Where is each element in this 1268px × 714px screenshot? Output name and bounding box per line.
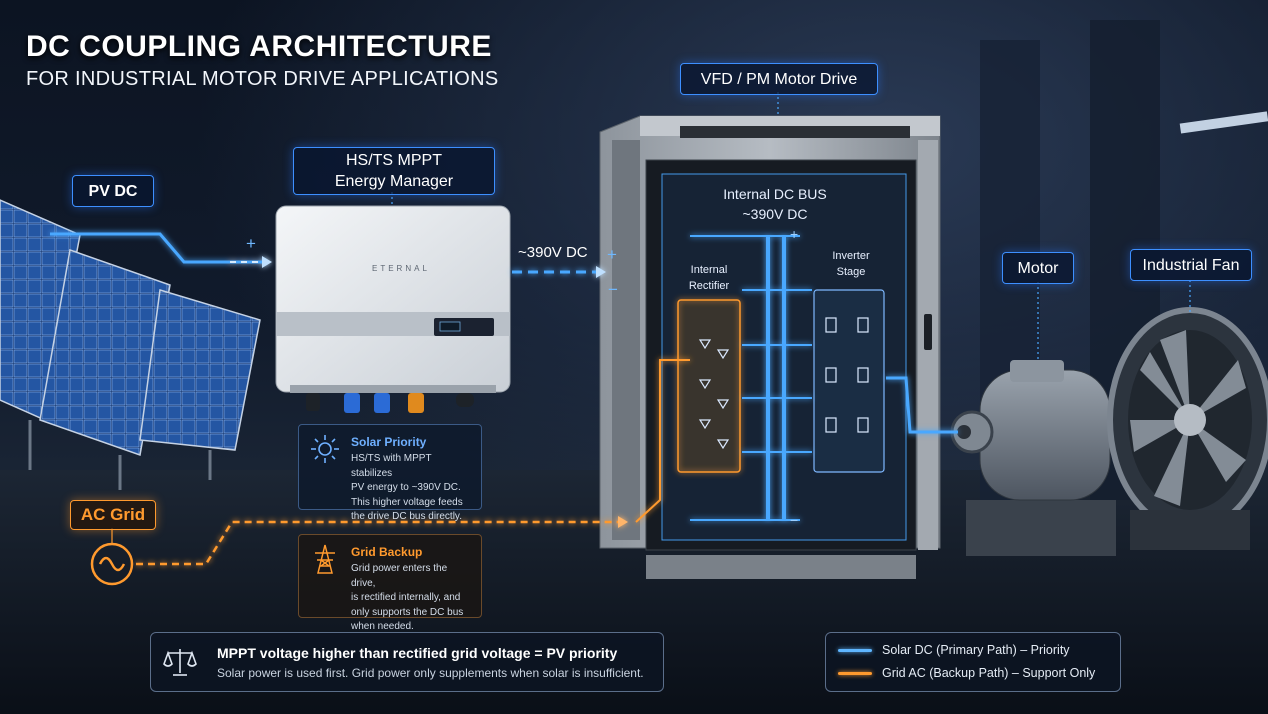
pv-dc-label: PV DC [72,175,154,207]
vfd-label: VFD / PM Motor Drive [680,63,878,95]
solar-panel-title: Solar Priority [351,435,427,449]
solar-panels [0,199,261,490]
summary-detail: Solar power is used first. Grid power on… [217,666,644,680]
motor-label: Motor [1002,252,1074,284]
motor-body [950,360,1116,556]
minus-marker-drive: − [608,280,618,299]
dc-bus-label: Internal DC BUS ~390V DC [723,186,827,222]
ceiling-light [1179,111,1268,134]
mppt-unit [275,205,511,413]
rectifier-block [677,299,741,473]
inverter-switches [825,317,869,433]
dc-bus [690,235,812,521]
grid-panel-text: Grid power enters the drive, is rectifie… [351,563,464,632]
brand-logo: ETERNAL [372,264,430,273]
solar-panel-text: HS/TS with MPPT stabilizes PV energy to … [351,453,463,522]
rectifier-label: Internal Rectifier [688,264,730,292]
summary-box: MPPT voltage higher than rectified grid … [150,632,664,692]
minus-marker-bus: − [790,512,799,528]
legend-box: Solar DC (Primary Path) – Priority Grid … [825,632,1121,692]
summary-headline: MPPT voltage higher than rectified grid … [217,645,618,661]
solar-priority-panel: Solar Priority HS/TS with MPPT stabilize… [298,424,482,522]
grid-backup-panel: Grid Backup Grid power enters the drive,… [298,534,482,632]
scale-icon [163,649,197,676]
solar-flow-line [50,232,958,434]
industrial-fan [1107,307,1268,550]
voltage-label: ~390V DC [518,244,588,261]
legend-swatch-grid [838,671,872,675]
transmission-tower-icon [315,544,335,574]
grid-panel-title: Grid Backup [351,545,423,559]
inverter-block [813,289,885,473]
legend-item-grid: Grid AC (Backup Path) – Support Only [838,666,1095,680]
plus-marker-bus: + [790,226,799,242]
plus-marker-mppt: + [246,234,256,253]
page-subtitle: FOR INDUSTRIAL MOTOR DRIVE APPLICATIONS [26,68,499,90]
inverter-label: Inverter Stage [832,250,870,278]
mppt-label: HS/TS MPPT Energy Manager [293,147,495,195]
legend-swatch-solar [838,648,872,652]
rectifier-diodes [698,339,730,450]
page-title: DC COUPLING ARCHITECTURE [26,30,492,63]
fan-label: Industrial Fan [1130,249,1252,281]
sun-icon [311,435,339,463]
plus-marker-drive: + [607,245,617,264]
legend-item-solar: Solar DC (Primary Path) – Priority [838,643,1070,657]
grid-flow-line [136,359,690,566]
ac-grid-label: AC Grid [70,500,156,530]
